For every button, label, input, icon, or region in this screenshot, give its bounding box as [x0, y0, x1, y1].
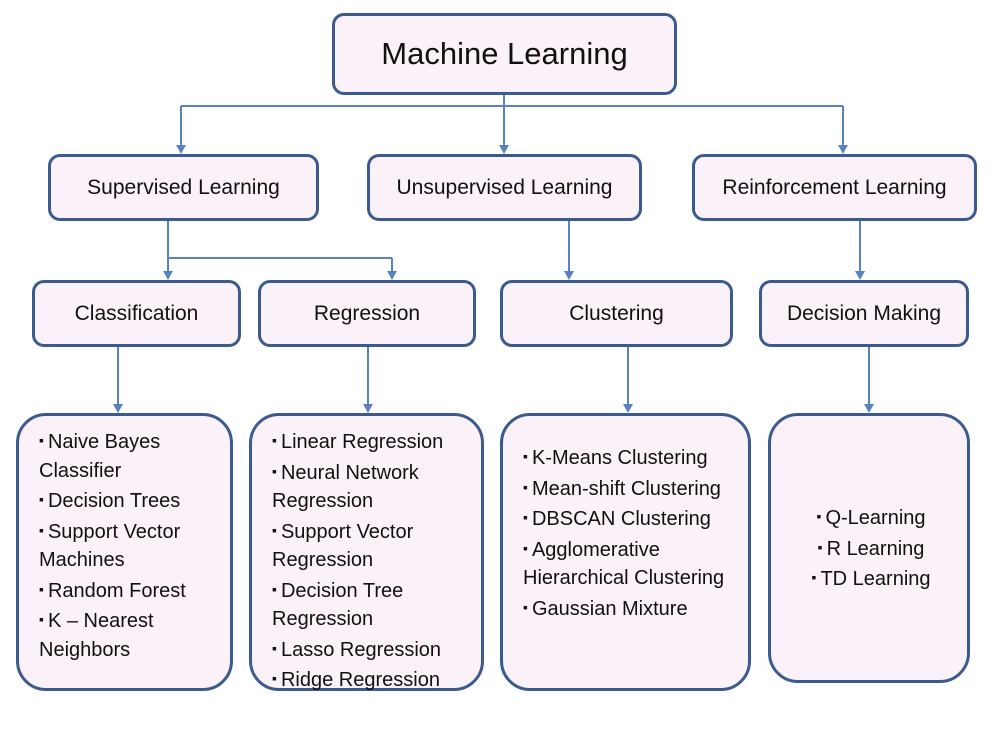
algorithm-item: Support Vector Regression [272, 516, 465, 575]
algorithm-item: R Learning [811, 533, 930, 564]
leaf-decision-making-algorithms: Q-Learning R Learning TD Learning [768, 413, 970, 683]
algorithm-item: Mean-shift Clustering [523, 473, 732, 504]
node-classification: Classification [32, 280, 241, 347]
algorithm-item: Linear Regression [272, 426, 465, 457]
node-label: Regression [313, 301, 421, 325]
node-label: Supervised Learning [87, 175, 280, 199]
algorithm-item: K-Means Clustering [523, 442, 732, 473]
node-label: Decision Making [786, 301, 942, 325]
algorithm-item: Decision Tree Regression [272, 575, 465, 634]
node-unsupervised-learning: Unsupervised Learning [367, 154, 642, 221]
algorithm-item: Ridge Regression [272, 664, 465, 695]
algorithm-item: Neural Network Regression [272, 457, 465, 516]
leaf-regression-algorithms: Linear Regression Neural Network Regress… [249, 413, 484, 691]
algorithm-item: Gaussian Mixture [523, 593, 732, 624]
node-label: Reinforcement Learning [722, 175, 947, 199]
algorithm-item: Q-Learning [811, 502, 930, 533]
algorithm-item: DBSCAN Clustering [523, 503, 732, 534]
leaf-clustering-algorithms: K-Means Clustering Mean-shift Clustering… [500, 413, 751, 691]
algorithm-item: K – Nearest Neighbors [39, 605, 214, 664]
leaf-classification-algorithms: Naive Bayes Classifier Decision Trees Su… [16, 413, 233, 691]
algorithm-item: TD Learning [811, 563, 930, 594]
algorithm-item: Decision Trees [39, 485, 214, 516]
algorithm-item: Random Forest [39, 575, 214, 606]
node-decision-making: Decision Making [759, 280, 969, 347]
node-supervised-learning: Supervised Learning [48, 154, 319, 221]
node-clustering: Clustering [500, 280, 733, 347]
algorithm-item: Lasso Regression [272, 634, 465, 665]
root-node: Machine Learning [332, 13, 677, 95]
algorithm-item: Naive Bayes Classifier [39, 426, 214, 485]
algorithm-item: Support Vector Machines [39, 516, 214, 575]
node-reinforcement-learning: Reinforcement Learning [692, 154, 977, 221]
node-label: Unsupervised Learning [396, 175, 613, 199]
root-label: Machine Learning [381, 36, 628, 71]
node-regression: Regression [258, 280, 476, 347]
algorithm-item: Agglomerative Hierarchical Clustering [523, 534, 732, 593]
node-label: Clustering [569, 301, 664, 325]
node-label: Classification [74, 301, 199, 325]
